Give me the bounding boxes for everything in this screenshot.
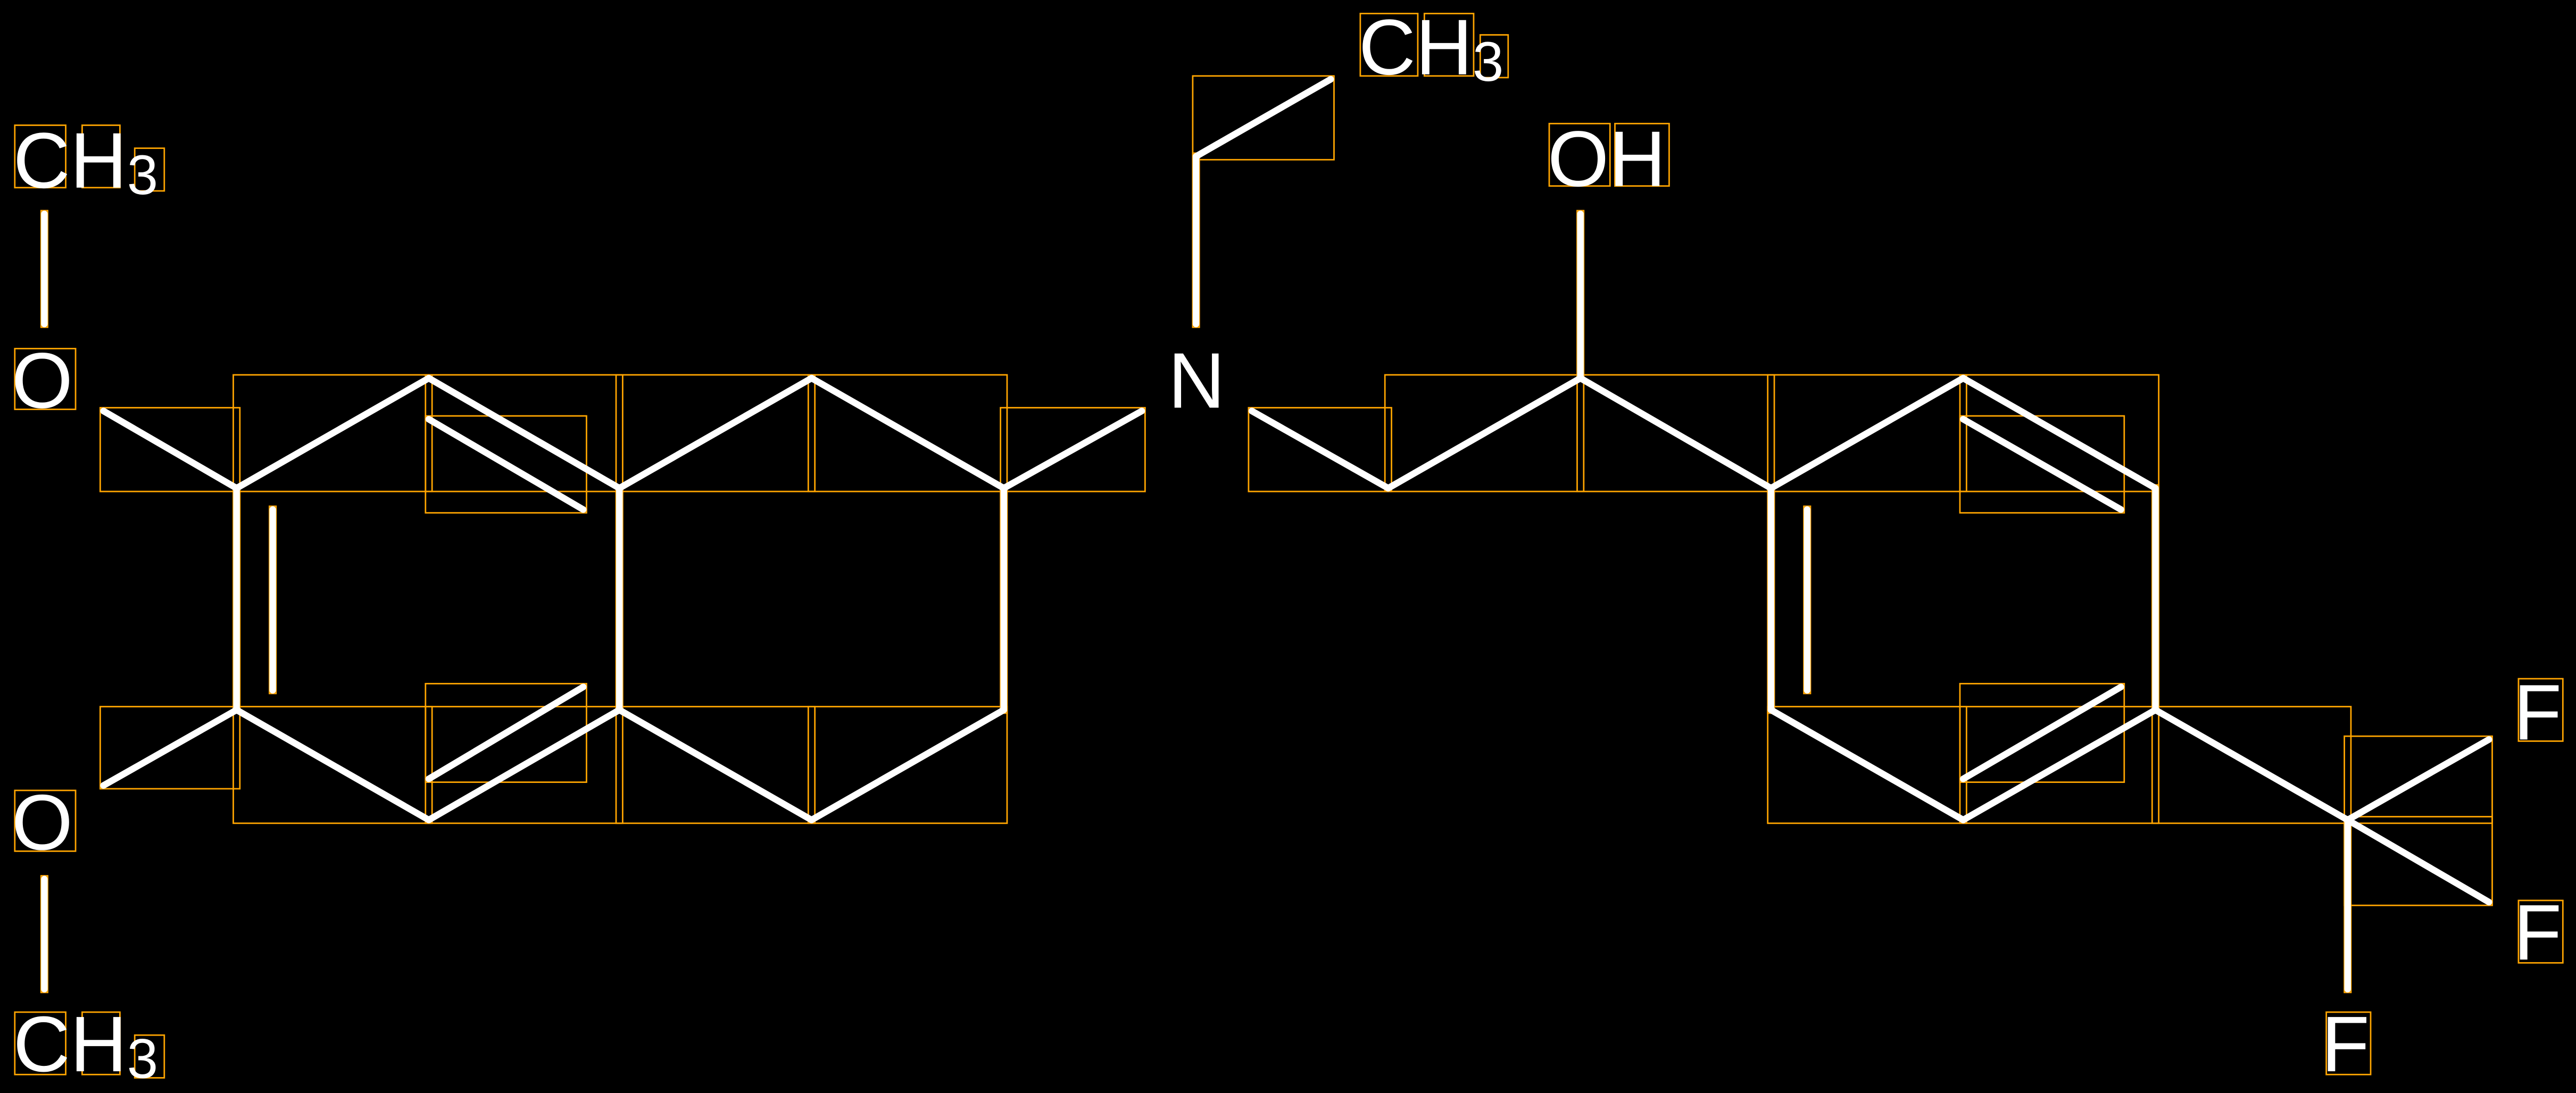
ch3-top-left-label: CH3 xyxy=(13,117,158,206)
bond-bbox xyxy=(99,706,241,790)
label-bbox xyxy=(2517,678,2564,742)
label-bbox xyxy=(1614,122,1670,187)
bond-bbox xyxy=(615,706,816,824)
bond-bbox xyxy=(1576,374,1775,493)
o-lower-label: O xyxy=(12,779,73,866)
bond-bbox xyxy=(1384,374,1585,493)
bond-bbox xyxy=(425,682,587,783)
bond-line xyxy=(1385,374,1584,492)
bond-line xyxy=(1959,683,2124,782)
bond-bbox xyxy=(615,374,816,493)
bond-line xyxy=(1959,374,2159,492)
bond-line xyxy=(425,416,587,513)
bond-line xyxy=(425,683,587,782)
n-label: N xyxy=(1168,337,1225,425)
bond-bbox xyxy=(1959,682,2125,783)
bond-bbox xyxy=(232,706,433,824)
f2-label: F xyxy=(2514,889,2562,977)
oh-label: OH xyxy=(1548,115,1666,203)
label-bbox xyxy=(14,789,77,852)
label-bbox xyxy=(1548,122,1611,187)
bond-bbox xyxy=(1767,374,1967,493)
bond-line xyxy=(1248,407,1392,492)
label-bbox xyxy=(14,124,67,189)
ch3-n-methyl-label: CH3 xyxy=(1359,4,1503,93)
bond-line xyxy=(2344,736,2492,823)
bond-line xyxy=(808,706,1007,823)
label-bbox xyxy=(14,1011,67,1075)
bond-line xyxy=(2344,816,2492,906)
bounding-boxes xyxy=(14,13,2564,1079)
bond-line xyxy=(1000,407,1145,492)
bond-line xyxy=(233,374,433,492)
bond-bbox xyxy=(99,407,241,493)
bonds xyxy=(41,76,2492,992)
bond-bbox xyxy=(425,415,587,514)
label-bbox xyxy=(14,348,77,411)
bond-line xyxy=(1192,76,1334,160)
bond-line xyxy=(808,374,1007,492)
bond-line xyxy=(1767,374,1967,492)
bond-bbox xyxy=(2344,735,2493,824)
atom-labels: CH3 O O CH3 N CH3 OH F F F xyxy=(12,4,2562,1090)
f1-label: F xyxy=(2514,669,2562,756)
bond-line xyxy=(616,374,815,492)
bond-line xyxy=(1767,706,1967,823)
label-bbox xyxy=(134,1034,165,1079)
bond-line xyxy=(1959,706,2159,823)
label-bbox xyxy=(2325,1011,2372,1075)
bond-line xyxy=(100,407,240,492)
ch3-bottom-left-label: CH3 xyxy=(13,1000,158,1090)
bond-bbox xyxy=(1767,706,1967,824)
label-bbox xyxy=(81,1011,121,1075)
bond-bbox xyxy=(1192,75,1335,161)
bond-line xyxy=(100,706,240,789)
bond-line xyxy=(616,706,815,823)
label-bbox xyxy=(134,147,165,192)
label-bbox xyxy=(1423,13,1475,77)
bond-bbox xyxy=(1248,407,1392,493)
bond-bbox xyxy=(807,706,1008,824)
label-bbox xyxy=(1479,34,1509,79)
bond-line xyxy=(425,706,623,823)
label-bbox xyxy=(2517,899,2564,964)
label-bbox xyxy=(1359,13,1419,77)
bond-line xyxy=(1959,416,2124,513)
bond-bbox xyxy=(807,374,1008,493)
label-bbox xyxy=(81,124,121,189)
bond-line xyxy=(1577,374,1775,492)
bond-line xyxy=(425,374,623,492)
bond-bbox xyxy=(1000,407,1146,493)
o-upper-label: O xyxy=(12,337,73,425)
bond-bbox xyxy=(2151,706,2352,824)
bond-line xyxy=(233,706,433,823)
f3-label: F xyxy=(2321,1000,2370,1088)
bond-bbox xyxy=(1959,415,2125,514)
bond-bbox xyxy=(232,374,433,493)
bond-line xyxy=(2152,706,2351,823)
